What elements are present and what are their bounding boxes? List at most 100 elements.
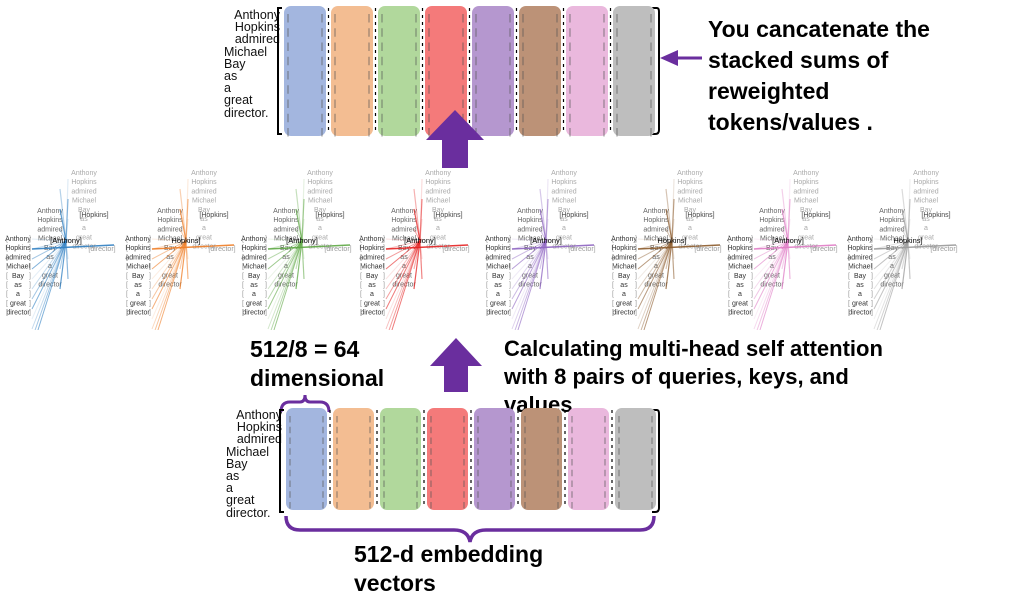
svg-text:]: ] [383,245,385,252]
head-vector-bar [425,6,467,136]
head-token-label: Anthony [551,170,577,177]
svg-text:[: [ [848,254,850,261]
svg-text:]: ] [635,236,637,243]
head-token-label: great [616,300,632,307]
svg-text:[: [ [486,254,488,261]
head-vector-bar [333,408,374,510]
head-token-label: Hopkins [879,217,905,224]
svg-text:[: [ [486,264,488,271]
svg-text:]: ] [265,264,267,271]
head-token-label: great [556,234,572,241]
svg-text:]: ] [635,300,637,307]
up-arrow-middle-icon [430,338,482,392]
head-token-label: Anthony [793,170,819,177]
svg-text:[: [ [612,310,614,317]
svg-text:]: ] [149,300,151,307]
head-token-label: a [688,225,692,232]
head-token-label: director [126,310,150,317]
bottom-token-labels: Anthony Hopkins admired Michael Bay as a… [226,409,282,519]
head-token-label: great [798,234,814,241]
attention-head: Anthony[]Hopkins[]admired[]Michael[]Bay[… [485,170,596,330]
head-token-label: as [200,216,208,223]
head-token-label: admired [643,226,668,233]
svg-text:[: [ [6,273,8,280]
top-token: Bay [224,56,246,71]
head-dim-caption: 512/8 = 64 dimensional [250,335,384,393]
svg-text:[: [ [360,300,362,307]
head-token-label: Hopkins [391,217,417,224]
head-token-label: Hopkins [677,179,703,186]
head-token-label: as [400,254,408,261]
svg-text:]: ] [509,282,511,289]
head-token-label: Michael [426,198,451,205]
head-focus-label: [Hopkins] [315,212,344,219]
middle-caption-line: with 8 pairs of queries, keys, and [504,364,849,389]
svg-text:[: [ [848,282,850,289]
head-token-label: Anthony [71,170,97,177]
head-token-label: Hopkins [727,245,753,252]
head-focus-label: [Hopkins] [685,212,714,219]
head-token-label: Bay [920,207,933,214]
embedding-brace [284,515,656,543]
head-focus-label: [Anthony] [772,236,804,245]
svg-text:]: ] [29,300,31,307]
svg-text:[: [ [242,310,244,317]
head-token-label: Hopkins [307,179,333,186]
head-vector-bar [331,6,373,136]
top-caption: You cancatenate the stacked sums of rewe… [708,14,930,138]
head-token-label: Anthony [879,208,905,215]
head-token-label: as [316,216,324,223]
head-token-label: as [526,254,534,261]
head-token-label: Anthony [913,170,939,177]
embedding-caption-line: 512-d embedding [354,541,544,567]
svg-text:[: [ [728,282,730,289]
svg-text:[: [ [612,291,614,298]
svg-text:[: [ [126,245,128,252]
head-token-label: Hopkins [485,245,511,252]
head-vector-bar [380,408,421,510]
head-token-label: as [250,282,258,289]
head-token-label: a [622,291,626,298]
head-token-label: as [736,282,744,289]
head-token-label: a [738,291,742,298]
svg-text:[: [ [848,245,850,252]
svg-text:]: ] [383,282,385,289]
head-token-label: Hopkins [125,245,151,252]
svg-text:[: [ [242,254,244,261]
top-caption-line: reweighted [708,78,830,104]
svg-text:]: ] [265,254,267,261]
svg-text:[: [ [6,254,8,261]
head-token-label: director [274,282,298,289]
svg-text:]: ] [509,264,511,271]
svg-text:]: ] [29,282,31,289]
head-token-label: admired [677,188,702,195]
svg-text:]: ] [635,254,637,261]
top-token: Michael [224,44,268,59]
svg-text:[: [ [6,245,8,252]
attention-heads-strip: Anthony[]Hopkins[]admired[]Michael[]Bay[… [5,170,958,330]
head-token-label: as [768,254,776,261]
head-token-label: Michael [678,198,703,205]
head-token-label: director [728,310,752,317]
head-token-label: Anthony [759,208,785,215]
head-token-label: admired [125,254,150,261]
head-token-label: [director] [930,246,957,253]
head-token-label: Anthony [125,236,151,243]
svg-text:]: ] [149,236,151,243]
svg-text:[: [ [242,236,244,243]
head-token-label: director [644,282,668,289]
svg-text:]: ] [751,236,753,243]
head-token-label: Anthony [307,170,333,177]
svg-text:]: ] [383,310,385,317]
svg-text:[: [ [126,291,128,298]
svg-text:[: [ [848,273,850,280]
head-token-label: Michael [242,264,267,271]
head-token-label: director [486,310,510,317]
svg-text:[: [ [360,236,362,243]
head-token-label: great [682,234,698,241]
svg-text:[: [ [612,245,614,252]
top-token-labels: Anthony Hopkins admired Michael Bay as a… [224,9,280,119]
head-token-label: Michael [848,264,873,271]
svg-text:]: ] [635,310,637,317]
head-token-label: admired [759,226,784,233]
